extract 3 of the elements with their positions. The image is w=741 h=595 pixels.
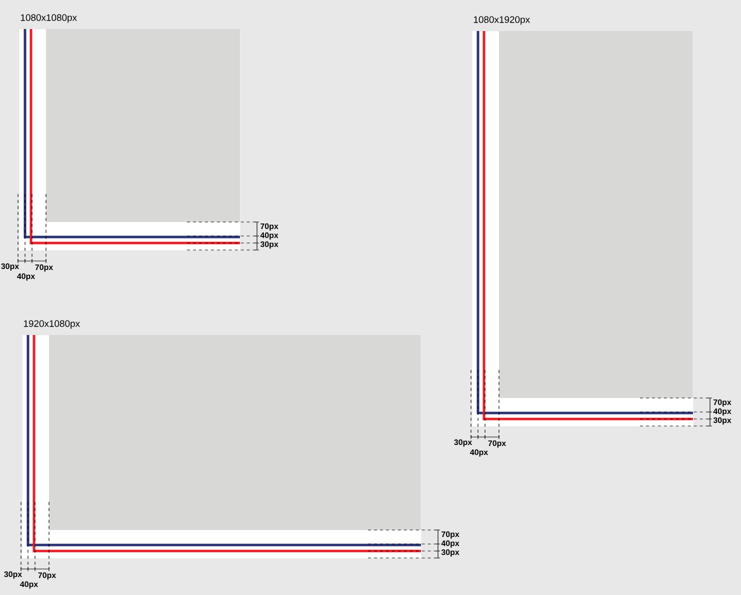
panel-title: 1920x1080px	[24, 320, 80, 329]
panel-title: 1080x1080px	[20, 14, 77, 23]
panel-title: 1080x1920px	[474, 16, 530, 25]
